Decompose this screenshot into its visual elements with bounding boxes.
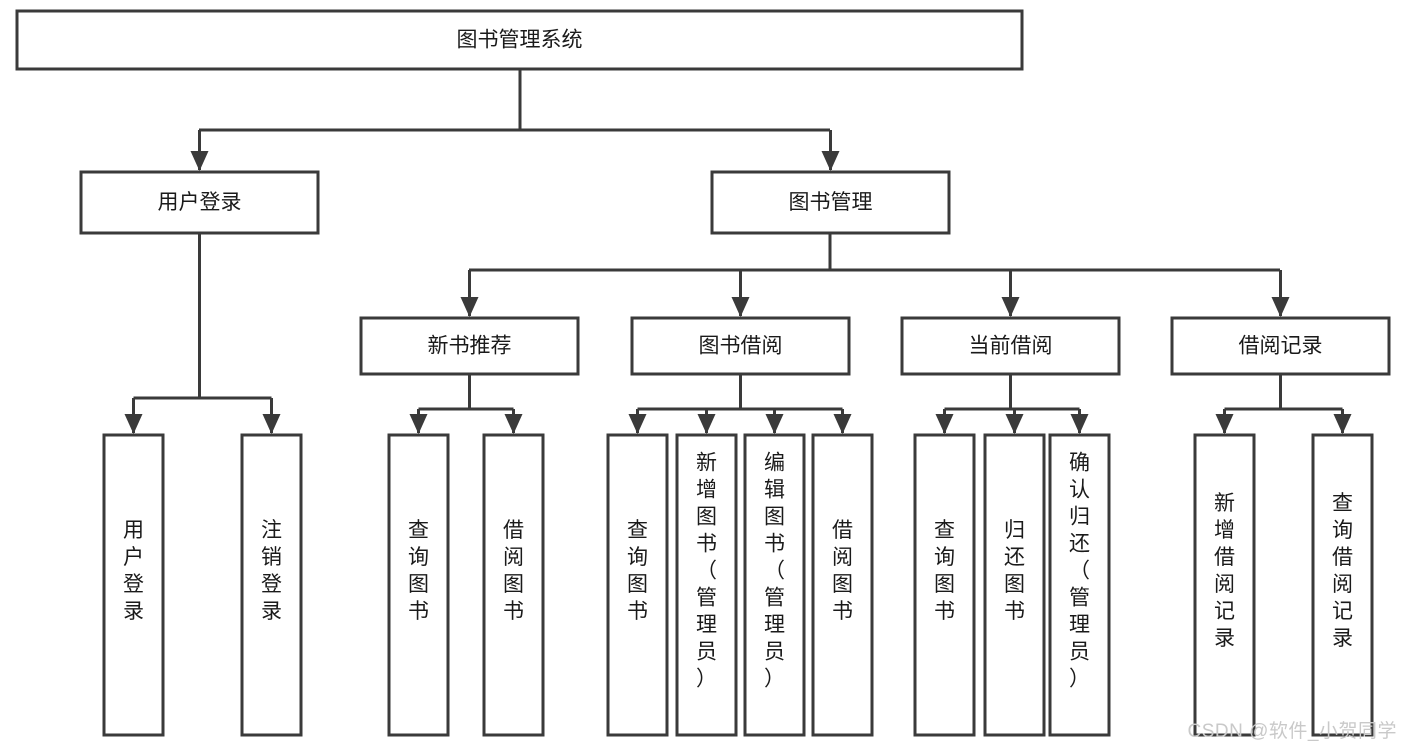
node-new-book-recommend[interactable]: 新书推荐 [359,316,580,376]
node-box-book-borrow[interactable] [630,316,851,376]
node-label-leaf-edit-book: 编辑图书（管理员） [764,451,785,690]
node-label-leaf-query-record: 查询借阅记录 [1332,492,1353,650]
node-label-leaf-add-book: 新增图书（管理员） [696,451,717,690]
node-label-borrow-record: 借阅记录 [1239,335,1323,358]
arrow-head-icon [409,414,428,434]
arrow-head-icon [935,414,954,434]
node-box-leaf-borrow-book-2[interactable] [811,433,874,737]
node-book-borrow[interactable]: 图书借阅 [630,316,851,376]
node-box-leaf-confirm-return[interactable] [1048,433,1111,737]
node-box-current-borrow[interactable] [900,316,1121,376]
arrow-head-icon [460,297,479,317]
arrow-head-icon [1005,414,1024,434]
node-box-leaf-borrow-book-1[interactable] [482,433,545,737]
node-label-new-book-recommend: 新书推荐 [428,335,512,358]
node-label-leaf-borrow-book-1: 借阅图书 [503,519,524,623]
node-box-leaf-query-book-3[interactable] [913,433,976,737]
arrow-head-icon [628,414,647,434]
node-box-root[interactable] [15,9,1024,71]
node-leaf-user-logout[interactable]: 注销登录 [240,433,303,737]
node-label-leaf-return-book: 归还图书 [1004,519,1025,623]
node-box-borrow-record[interactable] [1170,316,1391,376]
node-label-leaf-add-record: 新增借阅记录 [1214,492,1235,650]
arrow-head-icon [765,414,784,434]
node-box-leaf-add-book[interactable] [675,433,738,737]
arrow-head-icon [697,414,716,434]
node-leaf-add-record[interactable]: 新增借阅记录 [1193,433,1256,737]
node-leaf-query-book-3[interactable]: 查询图书 [913,433,976,737]
node-box-leaf-query-book-2[interactable] [606,433,669,737]
arrow-head-icon [190,151,209,171]
node-leaf-borrow-book-2[interactable]: 借阅图书 [811,433,874,737]
node-label-leaf-user-login: 用户登录 [123,519,144,623]
node-label-leaf-user-logout: 注销登录 [261,519,282,623]
node-leaf-borrow-book-1[interactable]: 借阅图书 [482,433,545,737]
node-layer: 图书管理系统用户登录图书管理新书推荐图书借阅当前借阅借阅记录用户登录注销登录查询… [15,9,1391,737]
arrow-head-icon [124,414,143,434]
node-borrow-record[interactable]: 借阅记录 [1170,316,1391,376]
node-label-root: 图书管理系统 [457,29,583,52]
node-label-book-manage: 图书管理 [789,191,873,214]
arrow-head-icon [1271,297,1290,317]
node-label-user-login: 用户登录 [158,191,242,214]
node-leaf-query-book-2[interactable]: 查询图书 [606,433,669,737]
connector-layer [124,69,1352,434]
node-label-book-borrow: 图书借阅 [699,335,783,358]
node-label-leaf-borrow-book-2: 借阅图书 [832,519,853,623]
node-book-manage[interactable]: 图书管理 [710,170,951,235]
node-label-current-borrow: 当前借阅 [969,335,1053,358]
node-leaf-edit-book[interactable]: 编辑图书（管理员） [743,433,806,737]
node-user-login[interactable]: 用户登录 [79,170,320,235]
node-leaf-return-book[interactable]: 归还图书 [983,433,1046,737]
node-leaf-user-login[interactable]: 用户登录 [102,433,165,737]
node-box-leaf-add-record[interactable] [1193,433,1256,737]
node-box-new-book-recommend[interactable] [359,316,580,376]
node-label-leaf-query-book-1: 查询图书 [408,519,429,623]
node-box-leaf-query-record[interactable] [1311,433,1374,737]
node-current-borrow[interactable]: 当前借阅 [900,316,1121,376]
arrow-head-icon [731,297,750,317]
arrow-head-icon [833,414,852,434]
arrow-head-icon [1001,297,1020,317]
node-label-leaf-query-book-2: 查询图书 [627,519,648,623]
node-root[interactable]: 图书管理系统 [15,9,1024,71]
node-label-leaf-confirm-return: 确认归还（管理员） [1069,451,1090,690]
node-box-leaf-query-book-1[interactable] [387,433,450,737]
arrow-head-icon [262,414,281,434]
arrow-head-icon [1333,414,1352,434]
node-leaf-confirm-return[interactable]: 确认归还（管理员） [1048,433,1111,737]
node-box-user-login[interactable] [79,170,320,235]
arrow-head-icon [1070,414,1089,434]
node-label-leaf-query-book-3: 查询图书 [934,519,955,623]
node-leaf-add-book[interactable]: 新增图书（管理员） [675,433,738,737]
arrow-head-icon [504,414,523,434]
node-box-leaf-user-login[interactable] [102,433,165,737]
node-box-leaf-edit-book[interactable] [743,433,806,737]
node-leaf-query-book-1[interactable]: 查询图书 [387,433,450,737]
node-box-book-manage[interactable] [710,170,951,235]
arrow-head-icon [821,151,840,171]
node-box-leaf-return-book[interactable] [983,433,1046,737]
node-leaf-query-record[interactable]: 查询借阅记录 [1311,433,1374,737]
arrow-head-icon [1215,414,1234,434]
node-box-leaf-user-logout[interactable] [240,433,303,737]
